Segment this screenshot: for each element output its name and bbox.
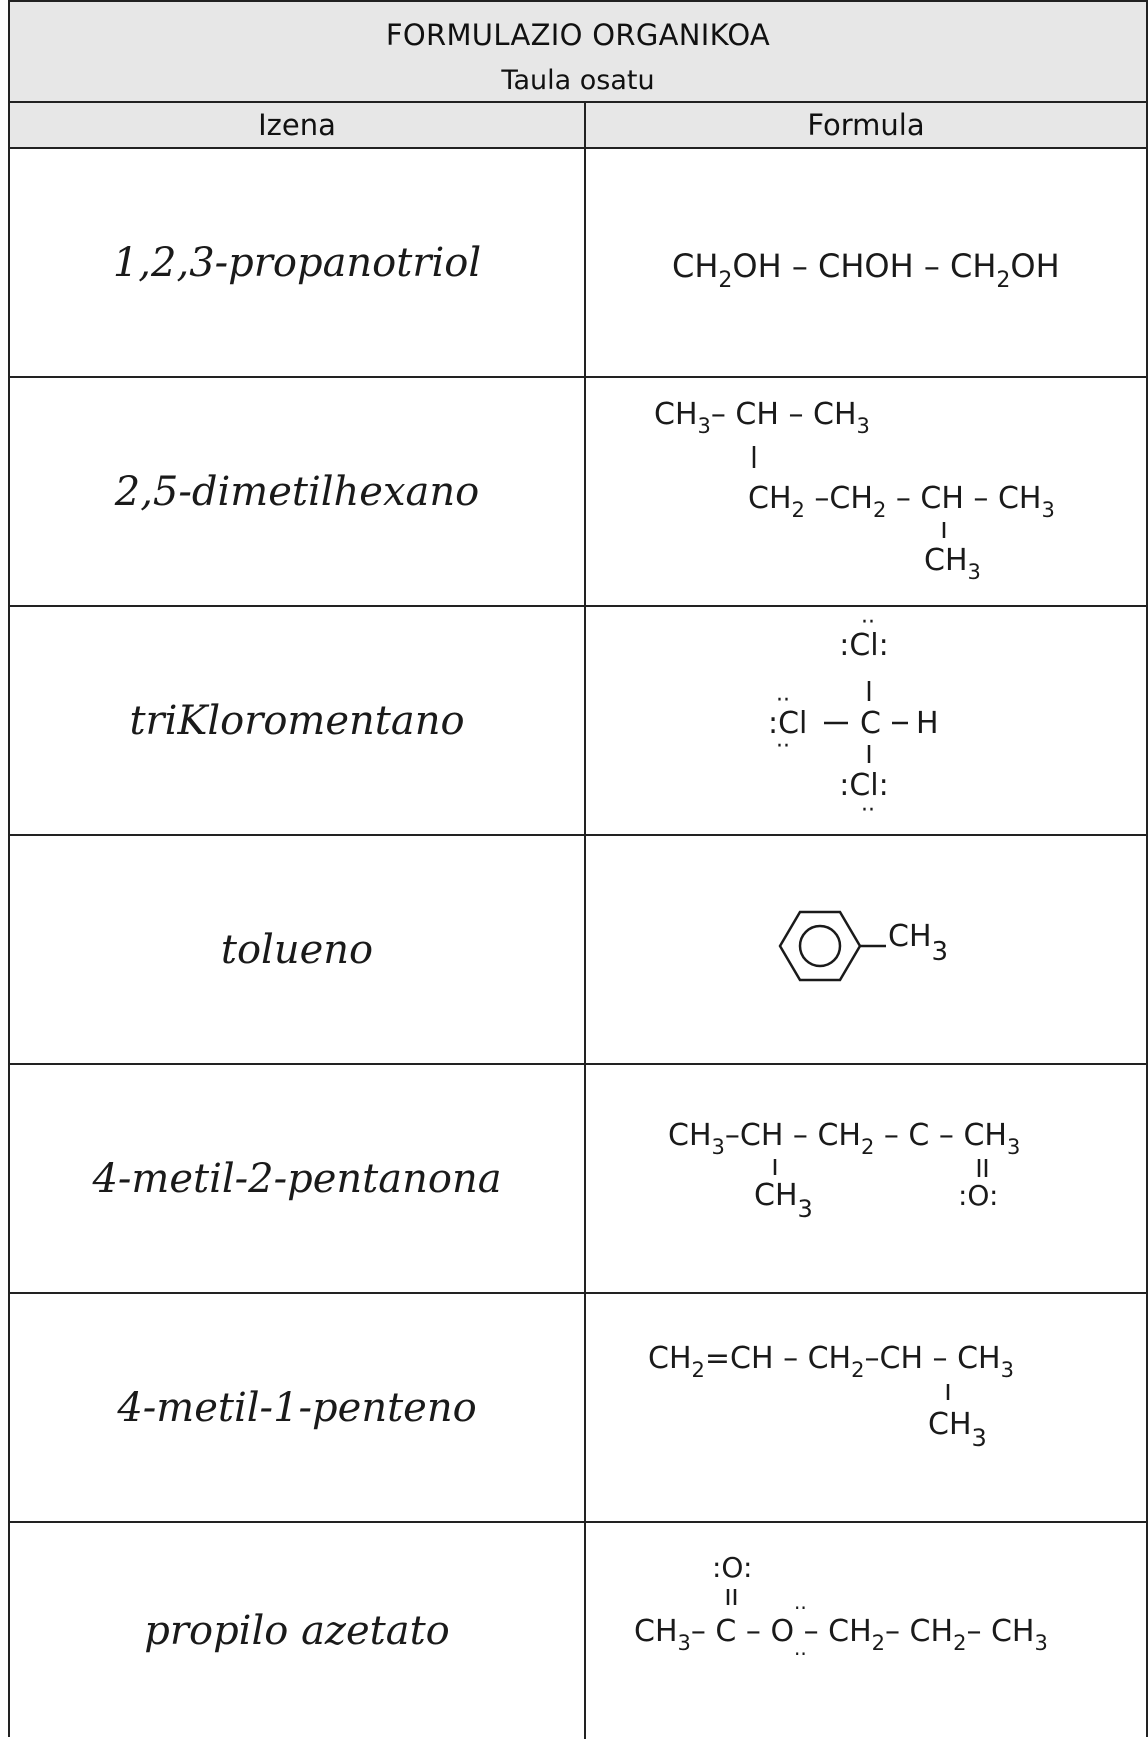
column-header-name: Izena — [258, 108, 336, 142]
svg-text::Cl:: :Cl: — [839, 768, 889, 803]
formula-cell: CH3–CH – CH2 – C – CH3 CH3 :O: — [586, 1065, 1146, 1292]
column-header-formula: Formula — [807, 108, 925, 142]
svg-text::O:: :O: — [712, 1551, 752, 1584]
benzene-ring-icon — [778, 910, 862, 982]
formula-cell: :O: CH3– C – O – CH2– CH2– CH3 ·· ·· — [586, 1523, 1146, 1739]
svg-text:C: C — [860, 706, 881, 741]
compound-name: tolueno — [220, 926, 374, 973]
svg-text:··: ·· — [776, 734, 790, 759]
compound-name: 1,2,3-propanotriol — [112, 239, 482, 286]
formula-drawing: CH3–CH – CH2 – C – CH3 CH3 :O: — [668, 1118, 1020, 1223]
svg-text::O:: :O: — [958, 1179, 998, 1212]
svg-text::Cl:: :Cl: — [839, 628, 889, 663]
column-divider — [584, 103, 586, 1739]
svg-text:CH2=CH – CH2–CH – CH3: CH2=CH – CH2–CH – CH3 — [648, 1341, 1014, 1382]
svg-text:CH2 –CH2 – CH – CH3: CH2 –CH2 – CH – CH3 — [748, 481, 1055, 522]
compound-name: 4-metil-1-penteno — [117, 1384, 477, 1431]
table-row: 1,2,3-propanotriol CH2OH – CHOH – CH2OH — [10, 149, 1146, 378]
table-subtitle: Taula osatu — [501, 65, 655, 96]
svg-text:CH3–CH – CH2 – C – CH3: CH3–CH – CH2 – C – CH3 — [668, 1118, 1020, 1159]
svg-text::Cl: :Cl — [768, 706, 807, 741]
svg-text:CH3: CH3 — [924, 543, 981, 584]
svg-text:CH3: CH3 — [928, 1407, 987, 1452]
compound-name: propilo azetato — [144, 1608, 450, 1654]
formula-drawing: :Cl: ·· :Cl ·· ·· C H :Cl: ·· — [768, 610, 939, 823]
formula-text: CH2OH – CHOH – CH2OH — [672, 247, 1060, 293]
svg-text:··: ·· — [861, 798, 875, 823]
table-row: 4-metil-2-pentanona CH3–CH – CH2 – C – C… — [10, 1065, 1146, 1294]
formula-drawing: CH3 — [778, 910, 948, 982]
svg-text:CH3– CH – CH3: CH3– CH – CH3 — [654, 397, 870, 438]
table-title: FORMULAZIO ORGANIKOA — [385, 18, 771, 52]
svg-text:··: ·· — [861, 610, 875, 635]
organic-formulation-table: FORMULAZIO ORGANIKOA Taula osatu Izena F… — [8, 0, 1148, 1739]
formula-cell: CH3 — [586, 836, 1146, 1063]
formula-cell: :Cl: ·· :Cl ·· ·· C H :Cl: ·· — [586, 607, 1146, 834]
formula-cell: CH2=CH – CH2–CH – CH3 CH3 — [586, 1294, 1146, 1521]
compound-name: triKloromentano — [129, 697, 465, 744]
svg-text:··: ·· — [776, 688, 790, 713]
table-row: propilo azetato :O: CH3– C – O – CH2– CH… — [10, 1523, 1146, 1739]
table-row: tolueno CH3 — [10, 836, 1146, 1065]
table-row: 4-metil-1-penteno CH2=CH – CH2–CH – CH3 … — [10, 1294, 1146, 1523]
formula-cell: CH3– CH – CH3 CH2 –CH2 – CH – CH3 CH3 — [586, 378, 1146, 605]
svg-text:H: H — [916, 706, 939, 741]
compound-name: 2,5-dimetilhexano — [114, 468, 480, 515]
svg-text:··: ·· — [794, 1642, 807, 1666]
svg-text:CH3: CH3 — [754, 1178, 813, 1223]
table-row: triKloromentano :Cl: ·· :Cl ·· ·· C H :C… — [10, 607, 1146, 836]
svg-text:··: ·· — [794, 1596, 807, 1620]
formula-drawing: CH2=CH – CH2–CH – CH3 CH3 — [648, 1341, 1014, 1452]
table-title-block: FORMULAZIO ORGANIKOA Taula osatu — [10, 2, 1146, 103]
formula-cell: CH2OH – CHOH – CH2OH — [586, 149, 1146, 376]
formula-drawing: CH2OH – CHOH – CH2OH — [672, 247, 1060, 293]
formula-drawing: :O: CH3– C – O – CH2– CH2– CH3 ·· ·· — [634, 1551, 1048, 1666]
compound-name: 4-metil-2-pentanona — [92, 1155, 502, 1202]
table-row: 2,5-dimetilhexano CH3– CH – CH3 CH2 –CH2… — [10, 378, 1146, 607]
column-header-row: Izena Formula — [10, 103, 1146, 149]
svg-text:CH3– C – O – CH2– CH2– CH3: CH3– C – O – CH2– CH2– CH3 — [634, 1614, 1048, 1655]
svg-text:CH3: CH3 — [888, 919, 948, 967]
formula-drawing: CH3– CH – CH3 CH2 –CH2 – CH – CH3 CH3 — [654, 397, 1055, 584]
